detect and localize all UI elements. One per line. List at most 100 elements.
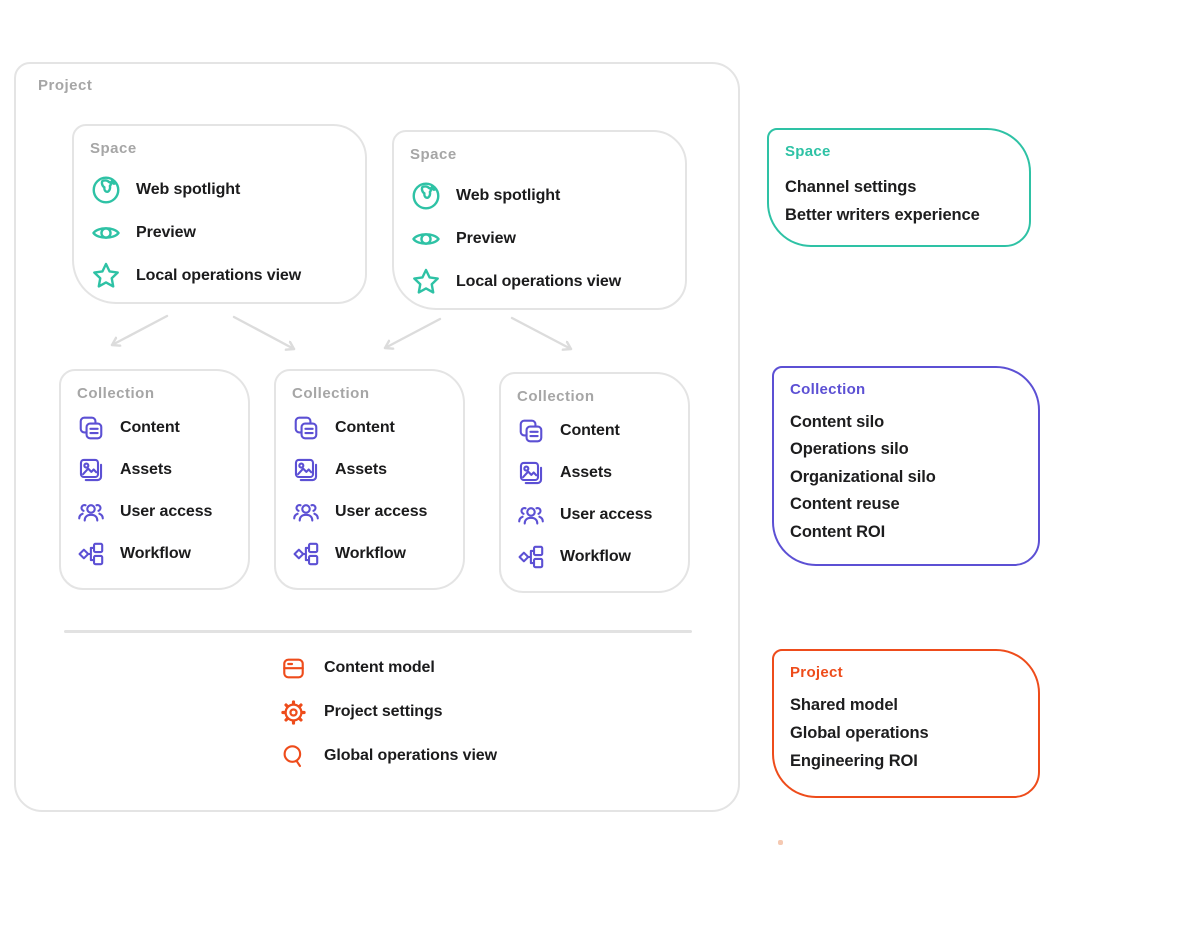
collection-item-label: User access: [560, 506, 653, 523]
collection-item-workflow: Workflow: [77, 533, 240, 575]
project-container-label: Project: [38, 77, 93, 94]
space-item-label: Local operations view: [136, 266, 302, 284]
collection-item-label: Assets: [560, 464, 612, 481]
star-icon: [410, 266, 442, 298]
space-item-web-spotlight: Web spotlight: [410, 174, 677, 217]
annotation-item: Operations silo: [790, 440, 909, 459]
annotation-project-items: Shared model Global operations Engineeri…: [790, 692, 1024, 775]
footer-item-label: Project settings: [324, 703, 443, 720]
collection-item-content: Content: [77, 407, 240, 449]
collection-item-label: Content: [560, 422, 620, 439]
space-item-label: Preview: [136, 223, 196, 241]
space-box-2: Space Web spotlight Preview Local operat…: [392, 130, 687, 310]
users-icon: [292, 498, 320, 526]
collection-item-list: Content Assets User access Workflow: [517, 410, 680, 578]
collection-item-user-access: User access: [77, 491, 240, 533]
annotation-item: Better writers experience: [785, 206, 980, 224]
project-container: Project Space Web spotlight Preview Loca…: [14, 62, 740, 812]
users-icon: [77, 498, 105, 526]
annotation-collection-items: Content silo Operations silo Organizatio…: [790, 409, 1024, 546]
collection-item-content: Content: [517, 410, 680, 452]
collection-item-assets: Assets: [292, 449, 455, 491]
space-item-label: Local operations view: [456, 272, 622, 290]
collection-item-label: Workflow: [335, 545, 406, 562]
footer-item-content-model: Content model: [280, 654, 497, 682]
annotation-item: Content silo: [790, 413, 885, 431]
content-icon: [517, 417, 545, 445]
annotation-item: Content reuse: [790, 495, 900, 514]
annotation-project-title: Project: [790, 664, 843, 681]
footer-item-project-settings: Project settings: [280, 698, 497, 726]
collection-box-2: Collection Content Assets User access Wo…: [274, 369, 465, 590]
collection-item-user-access: User access: [517, 494, 680, 536]
annotation-space-items: Channel settings Better writers experien…: [785, 173, 1015, 229]
collection-item-assets: Assets: [77, 449, 240, 491]
annotation-item: Content ROI: [790, 522, 886, 541]
annotation-item: Shared model: [790, 696, 898, 714]
annotation-item: Engineering ROI: [790, 751, 918, 770]
space-item-label: Web spotlight: [456, 186, 561, 204]
eye-icon: [410, 223, 442, 255]
collection-box-1: Collection Content Assets User access Wo…: [59, 369, 250, 590]
collection-item-label: Content: [335, 419, 395, 436]
space-item-preview: Preview: [410, 217, 677, 260]
workflow-icon: [77, 540, 105, 568]
space-item-list: Web spotlight Preview Local operations v…: [410, 174, 677, 303]
space-item-local-operations: Local operations view: [410, 260, 677, 303]
collection-item-workflow: Workflow: [292, 533, 455, 575]
stray-mark: [778, 840, 783, 845]
gear-icon: [280, 699, 307, 726]
collection-item-label: User access: [335, 503, 428, 520]
annotation-collection: Collection Content silo Operations silo …: [772, 366, 1040, 566]
collection-item-assets: Assets: [517, 452, 680, 494]
project-footer-list: Content model Project settings Global op…: [280, 654, 497, 786]
collection-item-workflow: Workflow: [517, 536, 680, 578]
content-model-icon: [280, 655, 307, 682]
space-box-label: Space: [410, 146, 457, 163]
annotation-item: Organizational silo: [790, 467, 936, 486]
star-icon: [90, 260, 122, 292]
content-icon: [77, 414, 105, 442]
collection-item-label: User access: [120, 503, 213, 520]
magnifier-icon: [280, 743, 307, 770]
space-item-web-spotlight: Web spotlight: [90, 168, 357, 211]
footer-item-label: Content model: [324, 659, 435, 676]
collection-item-label: Content: [120, 419, 180, 436]
collection-item-user-access: User access: [292, 491, 455, 533]
annotation-item: Channel settings: [785, 178, 917, 196]
annotation-space-title: Space: [785, 143, 831, 160]
annotation-item: Global operations: [790, 723, 929, 742]
space-box-1: Space Web spotlight Preview Local operat…: [72, 124, 367, 304]
footer-item-global-operations: Global operations view: [280, 742, 497, 770]
footer-item-label: Global operations view: [324, 747, 497, 764]
space-item-local-operations: Local operations view: [90, 254, 357, 297]
space-item-label: Preview: [456, 229, 516, 247]
assets-icon: [517, 459, 545, 487]
assets-icon: [292, 456, 320, 484]
assets-icon: [77, 456, 105, 484]
workflow-icon: [292, 540, 320, 568]
collection-item-content: Content: [292, 407, 455, 449]
annotation-project: Project Shared model Global operations E…: [772, 649, 1040, 798]
collection-box-label: Collection: [77, 385, 155, 402]
collection-item-list: Content Assets User access Workflow: [77, 407, 240, 575]
annotation-space: Space Channel settings Better writers ex…: [767, 128, 1031, 247]
space-item-label: Web spotlight: [136, 180, 241, 198]
collection-item-label: Workflow: [560, 548, 631, 565]
space-item-list: Web spotlight Preview Local operations v…: [90, 168, 357, 297]
collection-item-label: Assets: [120, 461, 172, 478]
space-item-preview: Preview: [90, 211, 357, 254]
collection-item-label: Workflow: [120, 545, 191, 562]
eye-icon: [90, 217, 122, 249]
content-icon: [292, 414, 320, 442]
divider: [64, 630, 692, 633]
globe-icon: [90, 174, 122, 206]
collection-box-label: Collection: [292, 385, 370, 402]
collection-item-list: Content Assets User access Workflow: [292, 407, 455, 575]
collection-item-label: Assets: [335, 461, 387, 478]
collection-box-label: Collection: [517, 388, 595, 405]
collection-box-3: Collection Content Assets User access Wo…: [499, 372, 690, 593]
workflow-icon: [517, 543, 545, 571]
space-box-label: Space: [90, 140, 137, 157]
